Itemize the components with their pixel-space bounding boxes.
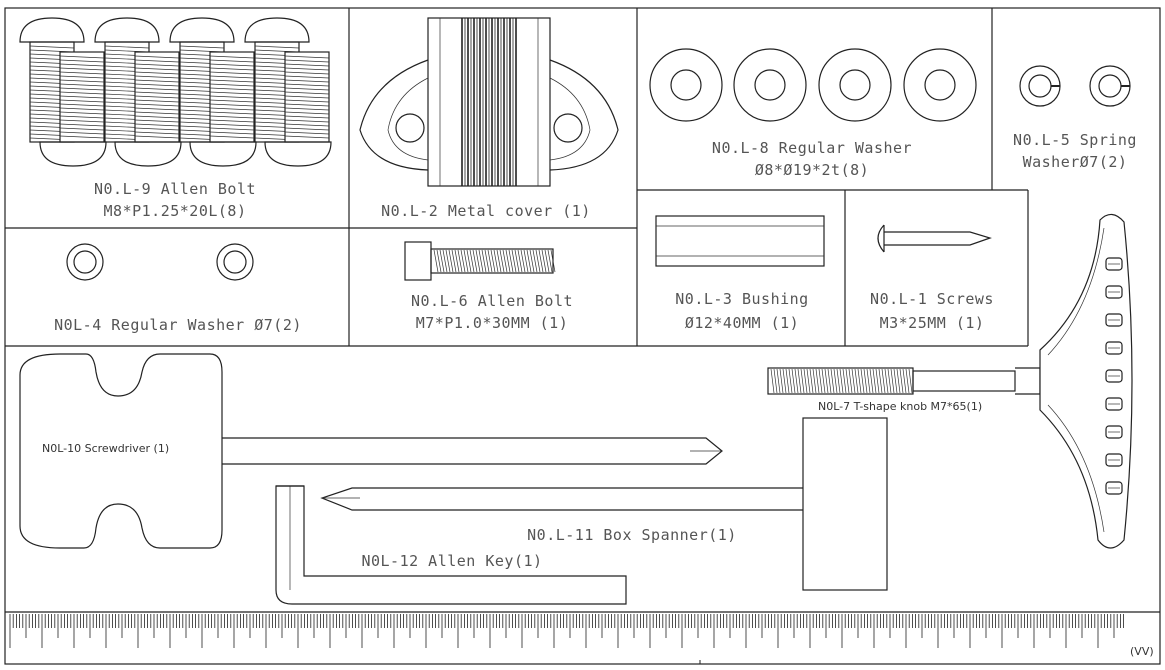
l2-label: N0.L-2 Metal cover (1) bbox=[381, 202, 591, 220]
l6-label-line1: N0.L-6 Allen Bolt bbox=[411, 292, 573, 310]
box-spanner-l11-drawing bbox=[320, 417, 888, 591]
l5-label-line1: N0.L-5 Spring bbox=[1013, 131, 1137, 149]
screw-l1-drawing bbox=[877, 224, 992, 253]
l5-label-line2: WasherØ7(2) bbox=[1023, 153, 1128, 171]
allen-key-l12-drawing bbox=[275, 485, 627, 605]
l8-label-line1: N0.L-8 Regular Washer bbox=[712, 139, 912, 157]
bushing-l3-drawing bbox=[655, 215, 825, 267]
l10-label: N0L-10 Screwdriver (1) bbox=[42, 442, 169, 455]
spring-washer-l5-drawing bbox=[1019, 65, 1131, 107]
regular-washer-l4-drawing bbox=[66, 243, 254, 281]
l11-label: N0.L-11 Box Spanner(1) bbox=[527, 526, 737, 544]
allen-bolt-l9-drawing bbox=[19, 17, 332, 167]
allen-bolt-l6-drawing bbox=[404, 241, 556, 281]
l9-label-line2: M8*P1.25*20L(8) bbox=[104, 202, 247, 220]
measurement-ruler bbox=[9, 614, 1124, 664]
regular-washer-l8-drawing bbox=[649, 48, 977, 122]
l1-label-line1: N0.L-1 Screws bbox=[870, 290, 994, 308]
l8-label-line2: Ø8*Ø19*2t(8) bbox=[755, 161, 869, 179]
l4-label: N0L-4 Regular Washer Ø7(2) bbox=[54, 316, 302, 334]
l6-label-line2: M7*P1.0*30MM (1) bbox=[416, 314, 569, 332]
l7-label: N0L-7 T-shape knob M7*65(1) bbox=[818, 400, 982, 413]
l1-label-line2: M3*25MM (1) bbox=[880, 314, 985, 332]
t-shape-knob-l7-drawing bbox=[767, 213, 1133, 549]
metal-cover-l2-drawing bbox=[359, 17, 619, 187]
ruler-unit-label: (VV) bbox=[1130, 645, 1154, 658]
l12-label: N0L-12 Allen Key(1) bbox=[361, 552, 542, 570]
l9-label-line1: N0.L-9 Allen Bolt bbox=[94, 180, 256, 198]
grid-lines bbox=[4, 7, 1161, 665]
l3-label-line1: N0.L-3 Bushing bbox=[675, 290, 808, 308]
screwdriver-l10-drawing bbox=[19, 353, 723, 549]
l3-label-line2: Ø12*40MM (1) bbox=[685, 314, 799, 332]
